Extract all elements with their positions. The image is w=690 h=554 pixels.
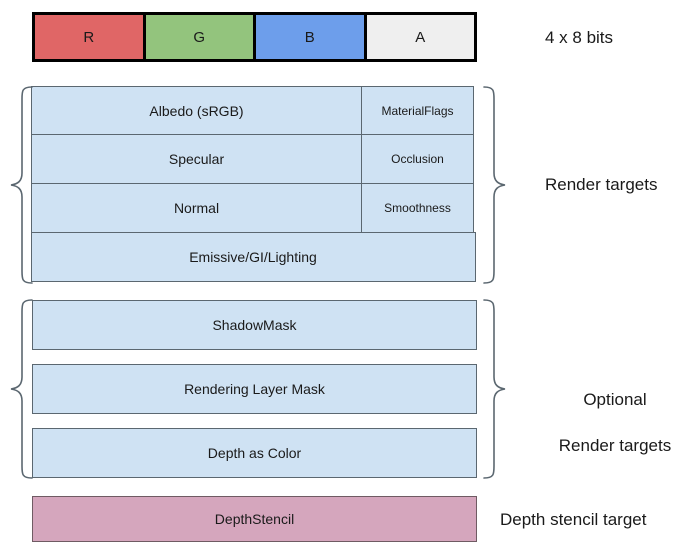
render-targets-annotation: Render targets [545, 175, 658, 194]
channel-cell-g: G [145, 15, 256, 59]
optional-target-shadowmask: ShadowMask [32, 300, 477, 350]
render-targets-left-brace [8, 85, 34, 285]
optional-target-rendering-layer-mask: Rendering Layer Mask [32, 364, 477, 414]
render-targets-right-brace [482, 85, 508, 285]
table-row: Specular Occlusion [30, 134, 477, 185]
optional-targets-left-brace [8, 298, 34, 480]
table-row: Normal Smoothness [30, 183, 477, 234]
table-row: Albedo (sRGB) MaterialFlags [30, 85, 477, 136]
render-target-specular: Specular [30, 134, 363, 185]
depth-stencil-box: DepthStencil [32, 496, 477, 542]
render-target-material-flags: MaterialFlags [361, 85, 474, 136]
render-target-occlusion: Occlusion [361, 134, 474, 185]
channel-cell-r: R [35, 15, 146, 59]
render-target-albedo: Albedo (sRGB) [30, 85, 363, 136]
optional-targets-annotation-line2: Render targets [558, 436, 672, 455]
table-row: Emissive/GI/Lighting [30, 231, 477, 282]
channel-cell-b: B [256, 15, 367, 59]
render-target-emissive-gi-lighting: Emissive/GI/Lighting [30, 231, 476, 282]
render-target-normal: Normal [30, 183, 363, 234]
optional-targets-right-brace [482, 298, 508, 480]
optional-targets-annotation: Optional Render targets [545, 365, 685, 480]
render-target-smoothness: Smoothness [361, 183, 474, 234]
optional-targets-annotation-line1: Optional [583, 390, 647, 409]
depth-stencil-annotation: Depth stencil target [500, 510, 647, 529]
render-targets-table: Albedo (sRGB) MaterialFlags Specular Occ… [30, 85, 477, 282]
optional-target-depth-as-color: Depth as Color [32, 428, 477, 478]
channel-strip-annotation: 4 x 8 bits [545, 28, 614, 47]
channel-cell-a: A [366, 15, 474, 59]
channel-strip: R G B A [32, 12, 477, 62]
